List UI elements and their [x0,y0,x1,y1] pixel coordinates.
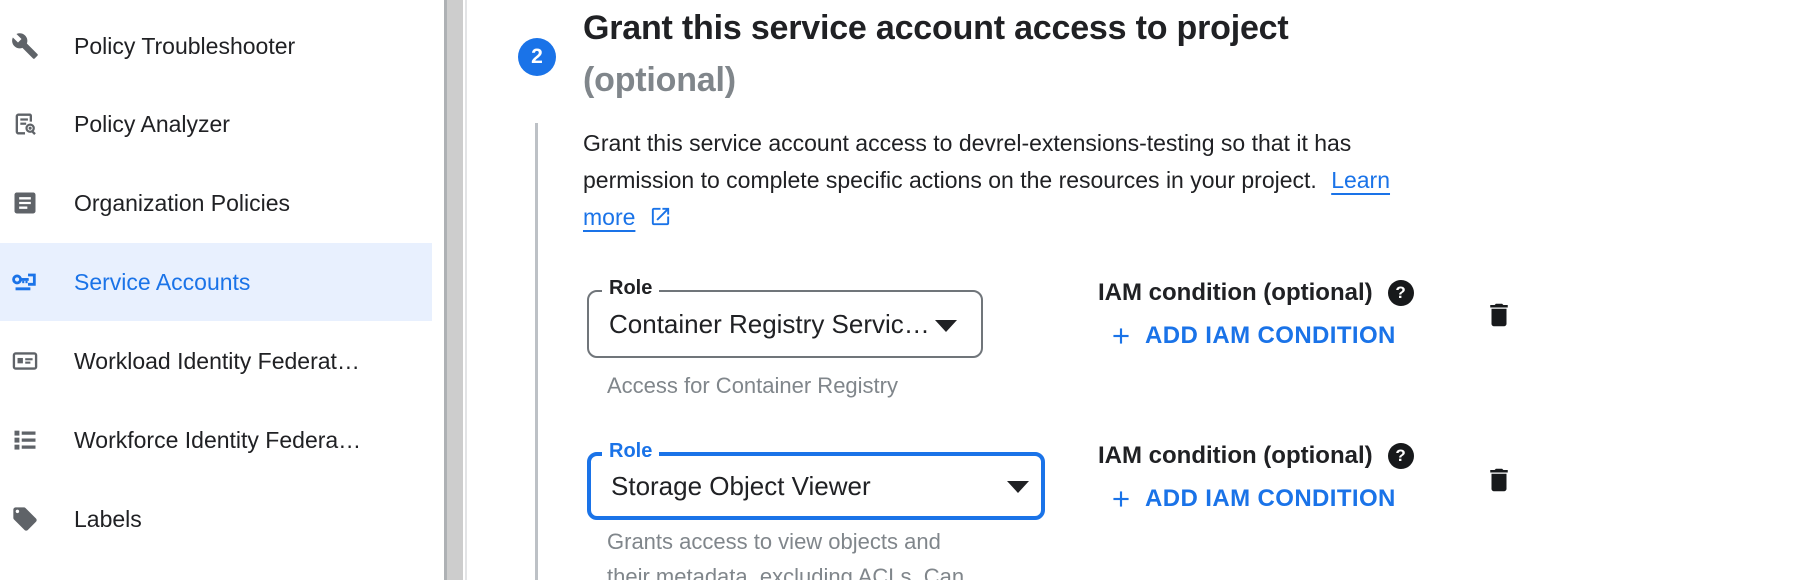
role-select-2[interactable]: Role Storage Object Viewer [587,441,1045,520]
plus-icon [1113,328,1129,344]
sidebar-item-label: Labels [74,505,142,532]
iam-condition-label: IAM condition (optional) ? [1098,279,1414,307]
help-icon[interactable]: ? [1387,280,1414,306]
id-card-icon [11,347,39,375]
step-connector-line [535,123,538,580]
role-field-label: Role [602,278,660,298]
step-number-badge: 2 [518,38,556,76]
step-title: Grant this service account access to pro… [583,9,1289,47]
sidebar-nav: Policy Troubleshooter Policy Analyzer Or… [0,0,432,580]
list-icon [11,426,39,454]
sidebar-item-label: Workload Identity Federat… [74,347,360,374]
sidebar-item-label: Organization Policies [74,189,291,216]
learn-more-link[interactable]: more [583,204,636,230]
wrench-icon [11,32,39,60]
sidebar-item-label: Service Accounts [74,268,251,295]
panel-divider [465,0,467,580]
add-iam-condition-button[interactable]: ADD IAM CONDITION [1108,322,1396,350]
sidebar-item-labels[interactable]: Labels [0,480,432,558]
role-selected-value: Container Registry Servic… [609,308,930,339]
trash-icon [1490,468,1508,492]
description-line-2: permission to complete specific actions … [583,167,1391,193]
sidebar-item-label: Policy Analyzer [74,110,230,137]
help-icon[interactable]: ? [1387,443,1414,469]
sidebar-item-policy-troubleshooter[interactable]: Policy Troubleshooter [0,7,432,85]
sidebar-item-organization-policies[interactable]: Organization Policies [0,164,432,242]
step-subtitle: (optional) [583,61,736,99]
tag-icon [11,505,39,533]
dropdown-arrow-icon [935,320,957,332]
open-in-new-icon[interactable] [649,202,672,239]
trash-icon [1490,303,1508,327]
page-title: Grant this service account access to pro… [583,2,1289,106]
sidebar-item-workload-identity-federation[interactable]: Workload Identity Federat… [0,322,432,400]
role-field-label: Role [602,441,660,461]
step-description: Grant this service account access to dev… [583,125,1390,239]
dropdown-arrow-icon [1007,481,1029,493]
role-helper-text: Grants access to view objects and their … [607,529,965,580]
sidebar-item-workforce-identity-federation[interactable]: Workforce Identity Federa… [0,401,432,479]
role-helper-text: Access for Container Registry [607,373,898,398]
sidebar-item-service-accounts[interactable]: Service Accounts [0,243,432,321]
sidebar-scrollbar[interactable] [444,0,463,580]
description-line-3: more [583,199,1390,239]
delete-role-button[interactable] [1484,464,1514,496]
sidebar-item-policy-analyzer[interactable]: Policy Analyzer [0,85,432,163]
sidebar-item-label: Workforce Identity Federa… [74,426,362,453]
delete-role-button[interactable] [1484,299,1514,331]
article-icon [11,189,39,217]
iam-condition-label: IAM condition (optional) ? [1098,442,1414,470]
role-selected-value: Storage Object Viewer [611,470,871,501]
policy-analyzer-icon [11,110,39,138]
role-select-1[interactable]: Role Container Registry Servic… [587,278,983,358]
description-line-1: Grant this service account access to dev… [583,130,1352,156]
sidebar-item-label: Policy Troubleshooter [74,32,296,59]
service-account-key-icon [11,268,39,296]
add-iam-condition-button[interactable]: ADD IAM CONDITION [1108,485,1396,513]
learn-more-link[interactable]: Learn [1331,167,1391,193]
plus-icon [1113,491,1129,507]
